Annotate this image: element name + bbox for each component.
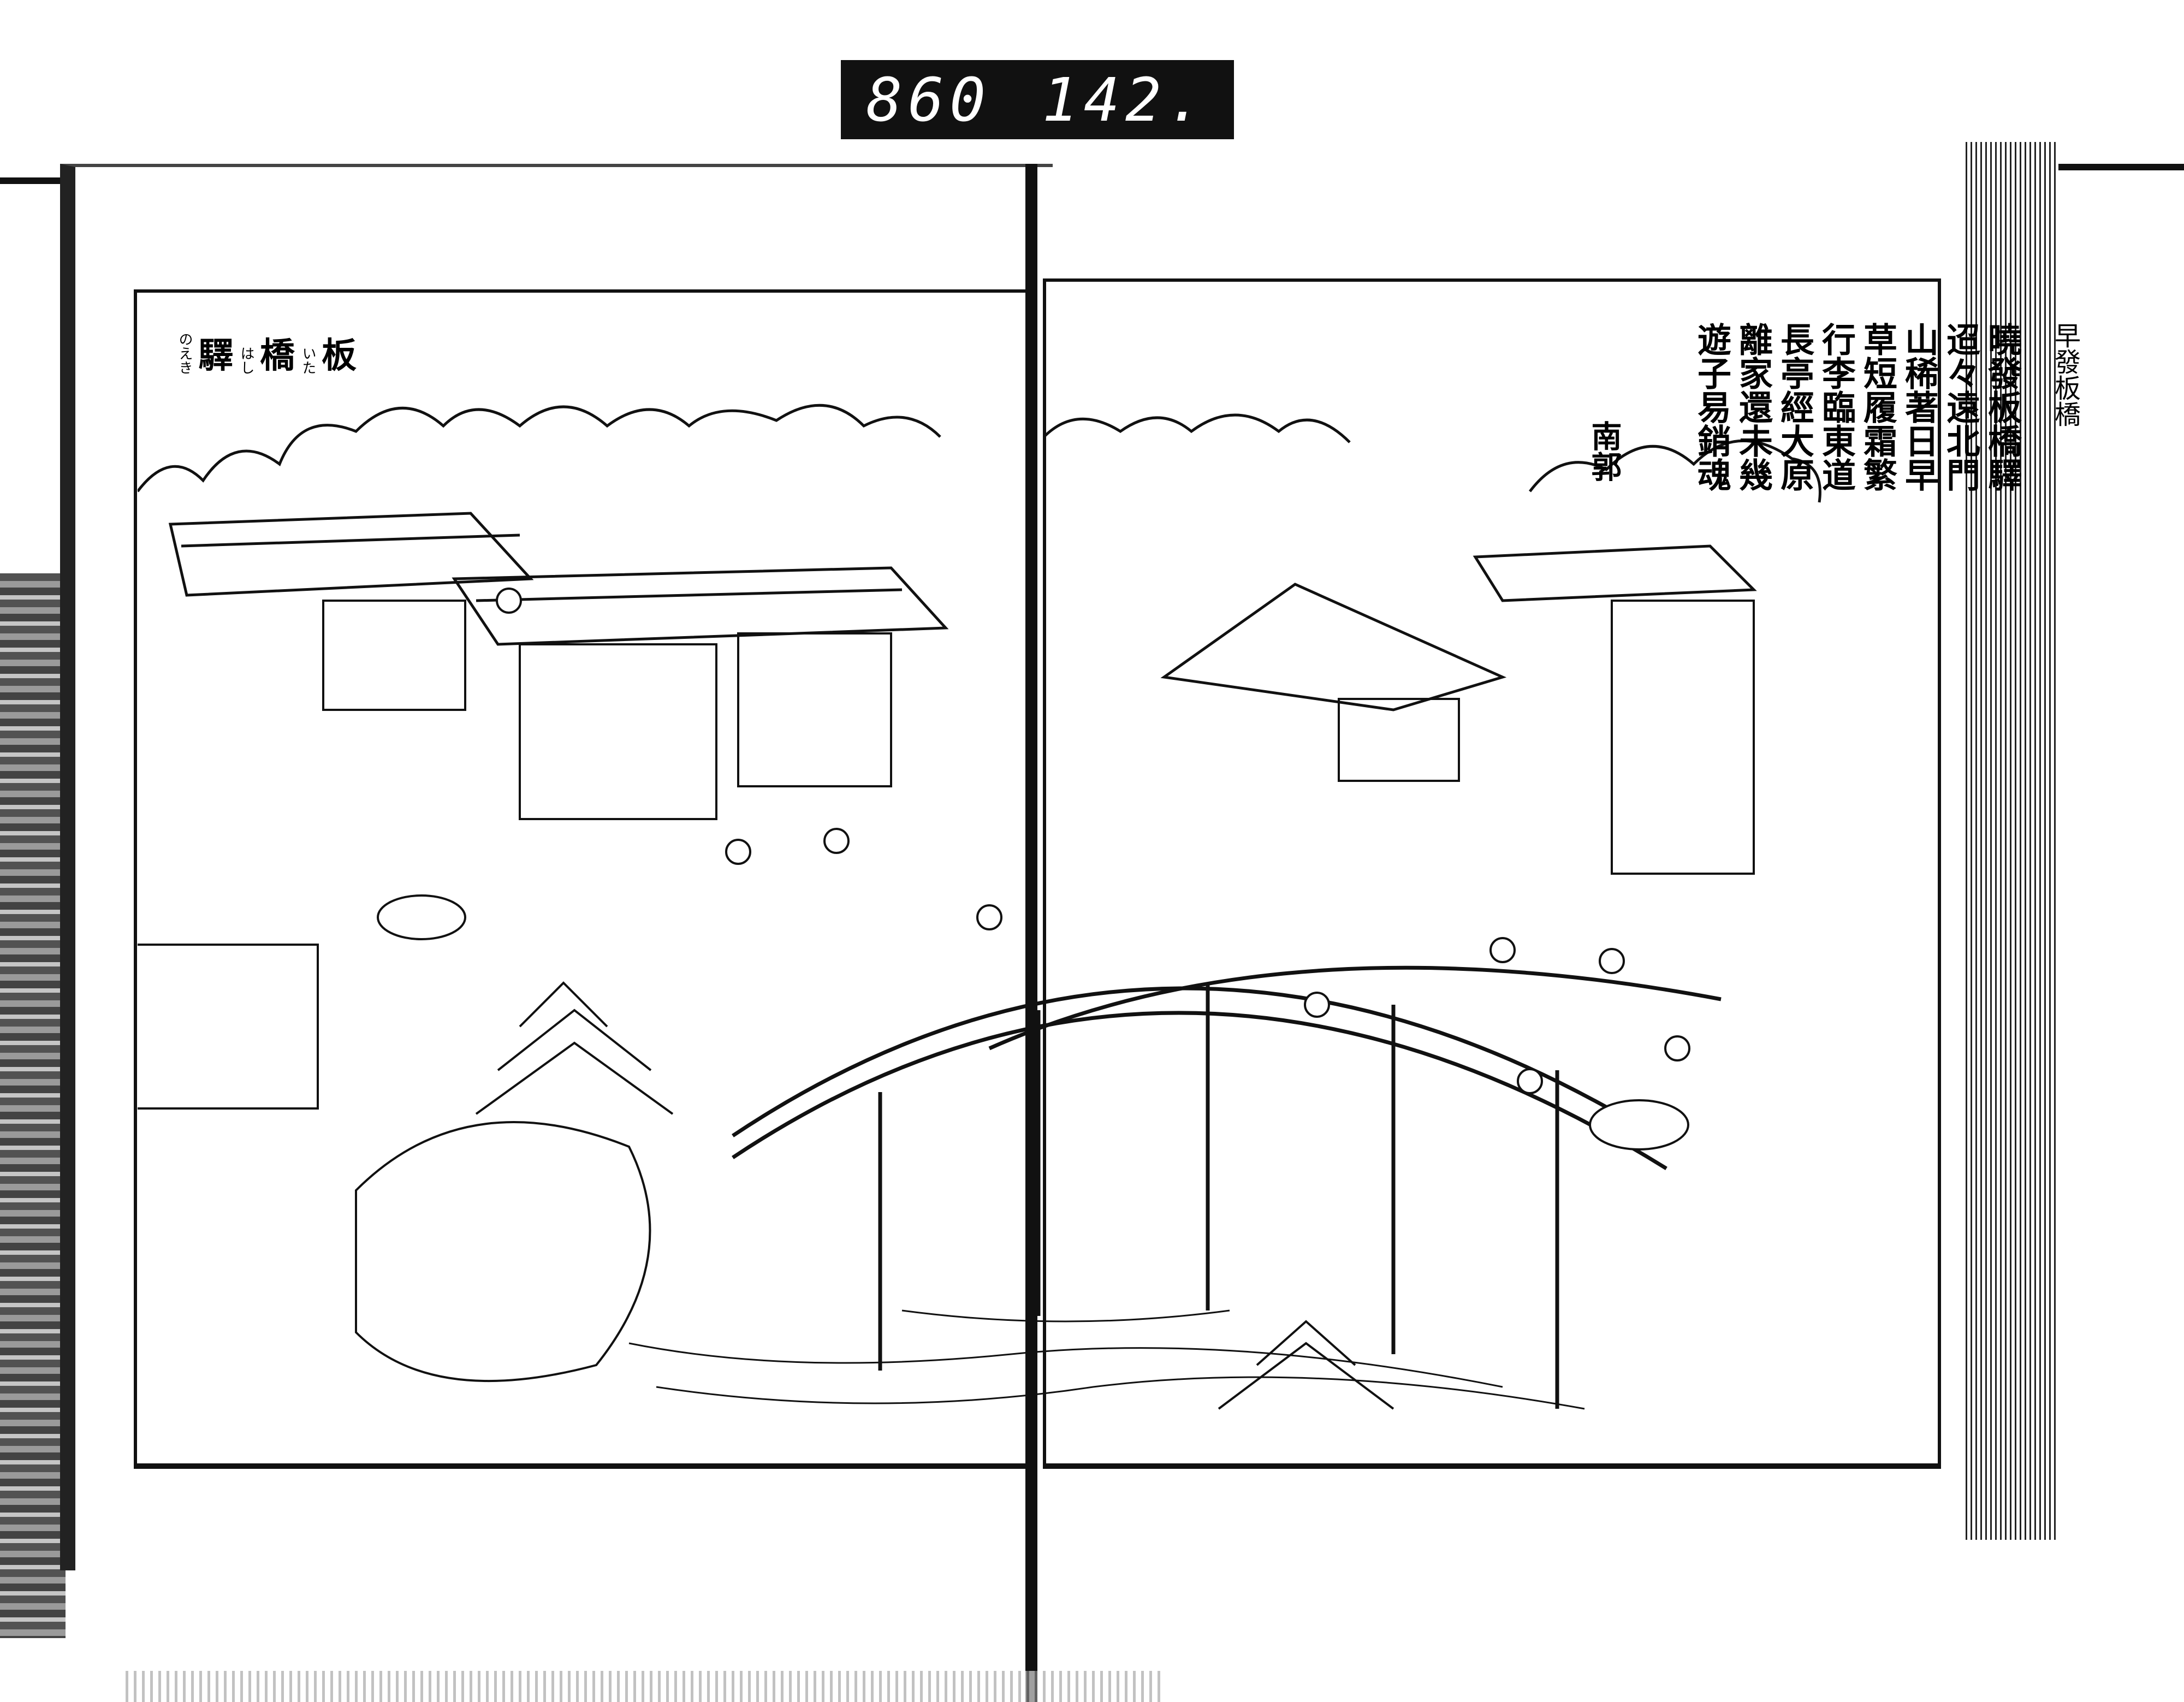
cloud-band	[138, 404, 1821, 503]
book-spine	[1025, 164, 1037, 1702]
title-char: 板	[322, 335, 357, 376]
kanshi-poem: 早發板橋 曉發板橋驛 迢々遠北門 山稀著日早 草短履霜繁 行李臨東道 長亭經大原…	[1583, 322, 2086, 502]
label-left-number: 860	[866, 64, 992, 135]
buildings	[138, 600, 1755, 1110]
roofs	[168, 512, 1757, 711]
poem-line: 離家還未幾	[1733, 322, 1773, 491]
page-edges	[1966, 142, 2058, 1540]
left-page	[60, 164, 1053, 1570]
scan-noise	[126, 1671, 1163, 1702]
scan-noise	[0, 573, 66, 1638]
title-char: 橋	[260, 335, 295, 376]
poem-line: 迢々遠北門	[1940, 322, 1980, 491]
poem-line: 曉發板橋驛	[1982, 322, 2022, 491]
title-furigana: のえき	[176, 332, 193, 375]
poem-line: 長亭經大原	[1775, 322, 1814, 491]
label-right-number: 142.	[1042, 64, 1209, 135]
poem-author: 南郭	[1586, 420, 1622, 482]
pine-trees	[355, 981, 1394, 1410]
title-char: 驛	[198, 335, 233, 376]
scan-edge-line	[2020, 164, 2184, 170]
poem-title: 早發板橋	[2050, 322, 2080, 427]
poem-line: 草短履霜繁	[1857, 322, 1897, 491]
illustration-title: 板 いた 橋 はし 驛 のえき	[175, 328, 357, 378]
river	[628, 1309, 1585, 1410]
illustration-frame-right	[1043, 278, 1941, 1469]
archive-number-label: 860 142.	[841, 60, 1234, 139]
poem-line: 行李臨東道	[1816, 322, 1856, 491]
figures	[377, 588, 1690, 1151]
title-furigana: いた	[300, 346, 316, 375]
title-furigana: はし	[238, 346, 254, 375]
bridge	[732, 965, 1722, 1409]
poem-line: 山稀著日早	[1899, 322, 1939, 491]
poem-line: 遊子易銷魂	[1692, 322, 1731, 491]
woodblock-illustration	[138, 404, 1821, 1410]
scan-edge-line	[0, 177, 66, 184]
